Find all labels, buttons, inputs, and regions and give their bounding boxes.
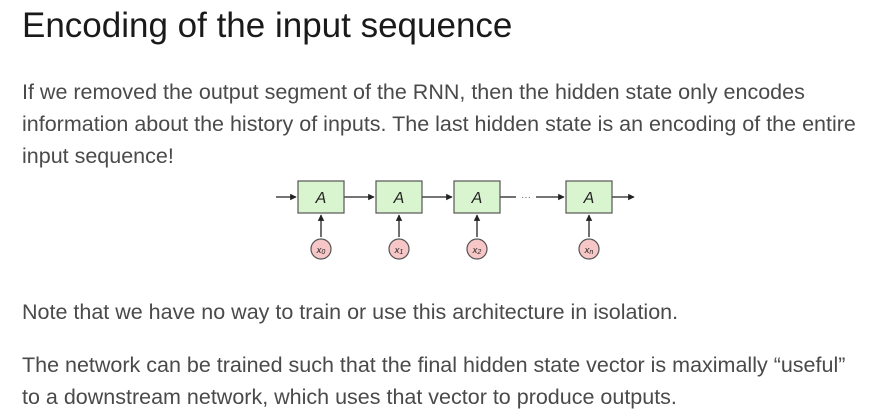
input-node-1 <box>388 238 410 260</box>
rnn-cell-label: A <box>315 190 327 207</box>
input-node-n <box>578 238 600 260</box>
note-paragraph: Note that we have no way to train or use… <box>22 300 679 324</box>
slide-title: Encoding of the input sequence <box>22 6 513 45</box>
input-node-0 <box>310 238 332 260</box>
svg-text:xn: xn <box>584 245 594 256</box>
rnn-cell-1: A x1 <box>375 180 423 260</box>
svg-text:x1: x1 <box>394 245 404 256</box>
rnn-cell-label: A <box>471 190 483 207</box>
intro-paragraph: If we removed the output segment of the … <box>22 80 856 168</box>
svg-text:x2: x2 <box>472 245 482 256</box>
ellipsis: ··· <box>521 192 531 203</box>
rnn-cell-label: A <box>393 190 405 207</box>
rnn-encoder-diagram: ··· A x0 A x1 A x2 A xn <box>276 180 635 260</box>
rnn-cell-2: A x2 <box>453 180 501 260</box>
rnn-cell-label: A <box>583 190 595 207</box>
training-paragraph: The network can be trained such that the… <box>22 353 846 409</box>
svg-text:x0: x0 <box>316 245 326 256</box>
rnn-cell-0: A x0 <box>297 180 345 260</box>
input-node-2 <box>466 238 488 260</box>
rnn-cell-n: A xn <box>565 180 613 260</box>
